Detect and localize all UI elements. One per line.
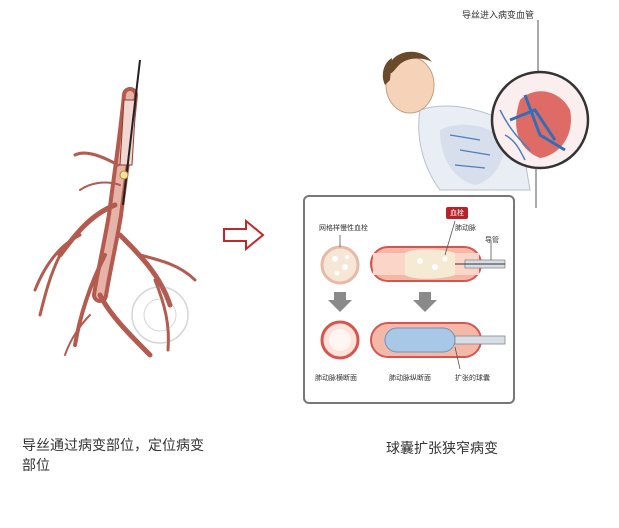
right-arrow-icon [223, 218, 265, 252]
catheter-sheath [119, 99, 137, 166]
label-long-section: 肺动脉纵断面 [389, 374, 431, 382]
cross-section-clear [320, 320, 360, 360]
cross-section-thrombus [320, 235, 360, 285]
down-arrow-right-icon [413, 292, 437, 312]
left-caption-line1: 导丝通过病变部位，定位病变 [22, 438, 204, 454]
thrombus-tag: 血栓 [446, 207, 468, 219]
label-artery: 肺动脉 [455, 224, 476, 232]
label-cross-section: 肺动脉横断面 [315, 374, 357, 382]
down-arrow-left-icon [328, 292, 352, 312]
lesion-marker [119, 170, 129, 180]
patient-illustration [382, 51, 590, 191]
label-balloon: 扩张的球囊 [455, 374, 490, 382]
panel-drawing [320, 220, 506, 370]
long-section-thrombus [370, 220, 506, 282]
left-caption-line2: 部位 [22, 458, 50, 474]
vessel-tree-illustration [33, 59, 197, 358]
label-catheter: 导管 [485, 236, 499, 244]
left-caption: 导丝通过病变部位，定位病变 部位 [22, 436, 204, 476]
watermark-seal [131, 286, 189, 344]
guidewire [122, 59, 141, 206]
detail-panel: 网格样慢性血栓 血栓 肺动脉 导管 [303, 195, 515, 404]
right-caption: 球囊扩张狭窄病变 [386, 441, 498, 457]
top-leader-line [537, 20, 539, 75]
vessel-branches [33, 87, 197, 358]
patient-head [382, 51, 435, 114]
top-label: 导丝进入病变血管 [462, 11, 535, 21]
panel-leader-line [535, 168, 537, 208]
long-section-balloon [370, 322, 506, 370]
magnified-heart [490, 70, 590, 170]
label-cross-thrombus: 网格样慢性血栓 [319, 224, 368, 232]
